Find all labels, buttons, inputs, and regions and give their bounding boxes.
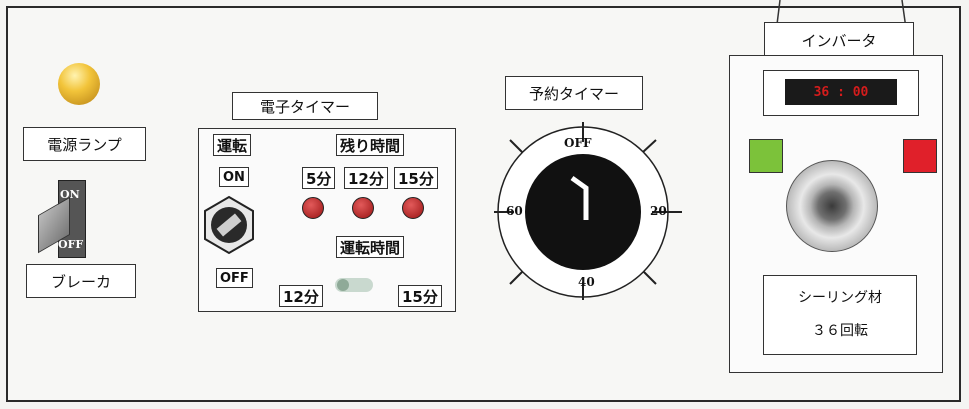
dial-label-off: OFF (564, 136, 592, 150)
reservation-timer-dial[interactable]: OFF 20 40 60 (484, 120, 684, 302)
inverter-title: インバータ (801, 32, 877, 50)
remaining-time-label: 残り時間 (336, 134, 405, 156)
reservation-timer-title: 予約タイマー (505, 76, 643, 110)
inverter-display: 36 : 00 (785, 79, 897, 105)
run-time-min-label: 12分 (279, 285, 323, 307)
sealing-label: シーリング材 (798, 290, 882, 306)
green-button[interactable] (749, 139, 783, 173)
switch-on-label: ON (60, 188, 80, 201)
sealing-info-box (763, 275, 917, 355)
inverter-display-value: 36 : 00 (813, 84, 869, 100)
breaker-switch[interactable]: ON OFF (36, 180, 86, 258)
run-time-max-label: 15分 (398, 285, 442, 307)
remaining-option-5: 5分 (302, 167, 336, 189)
breaker-label: ブレーカ (26, 264, 136, 298)
dial-label-40: 40 (578, 275, 595, 289)
remaining-12-button[interactable] (352, 197, 374, 219)
power-lamp (58, 63, 100, 105)
remaining-5-button[interactable] (302, 197, 324, 219)
remaining-option-15: 15分 (394, 167, 438, 189)
power-lamp-label: 電源ランプ (23, 127, 146, 161)
timer-on-label: ON (219, 167, 249, 187)
run-label: 運転 (213, 134, 252, 156)
slider-thumb[interactable] (337, 279, 349, 291)
dial-label-20: 20 (650, 204, 667, 218)
red-button[interactable] (903, 139, 937, 173)
run-selector-knob[interactable] (199, 195, 259, 255)
switch-off-label: OFF (58, 238, 84, 251)
electronic-timer-title: 電子タイマー (232, 92, 378, 120)
remaining-option-12: 12分 (344, 167, 388, 189)
inverter-dial-knob[interactable] (786, 160, 878, 252)
run-time-slider[interactable] (335, 278, 373, 292)
timer-off-label: OFF (216, 268, 253, 288)
dial-label-60: 60 (506, 204, 523, 218)
run-time-label: 運転時間 (336, 236, 405, 258)
rotation-label: ３６回転 (812, 323, 868, 339)
remaining-15-button[interactable] (402, 197, 424, 219)
dial-svg (494, 122, 682, 302)
